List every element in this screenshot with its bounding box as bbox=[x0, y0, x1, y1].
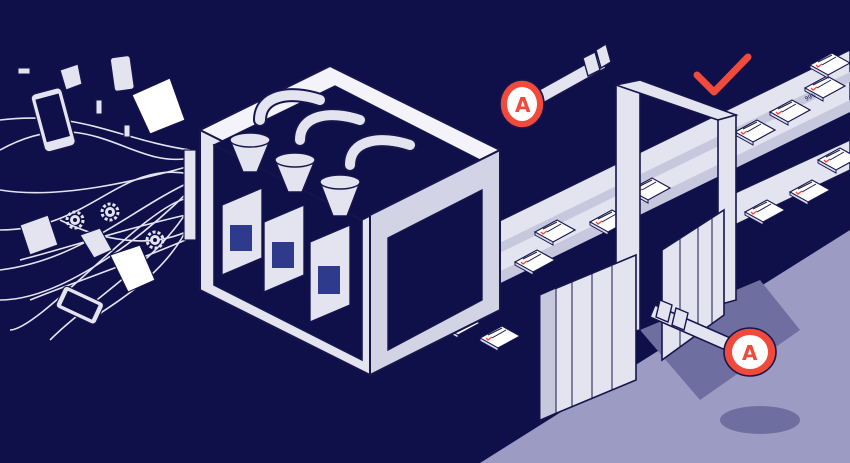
smartphone-icon bbox=[30, 87, 77, 153]
processing-machine bbox=[183, 64, 503, 377]
paper-scrap-icon bbox=[19, 63, 186, 293]
right-key-letter: A bbox=[742, 341, 758, 365]
funnel-icon bbox=[228, 132, 362, 217]
pipe-icon bbox=[255, 90, 415, 170]
document-tag: 99% bbox=[804, 92, 817, 103]
smartphone-icon bbox=[109, 55, 135, 92]
usb-cable-icon bbox=[17, 67, 131, 138]
key-shadow bbox=[720, 406, 800, 434]
door-left bbox=[539, 253, 637, 422]
left-key-letter: A bbox=[515, 93, 531, 117]
key-icon: A bbox=[499, 42, 612, 129]
checkmark-icon bbox=[693, 53, 752, 96]
machine-units bbox=[221, 186, 351, 324]
smartphone-icon bbox=[55, 285, 105, 325]
key-icon: A bbox=[648, 299, 777, 377]
